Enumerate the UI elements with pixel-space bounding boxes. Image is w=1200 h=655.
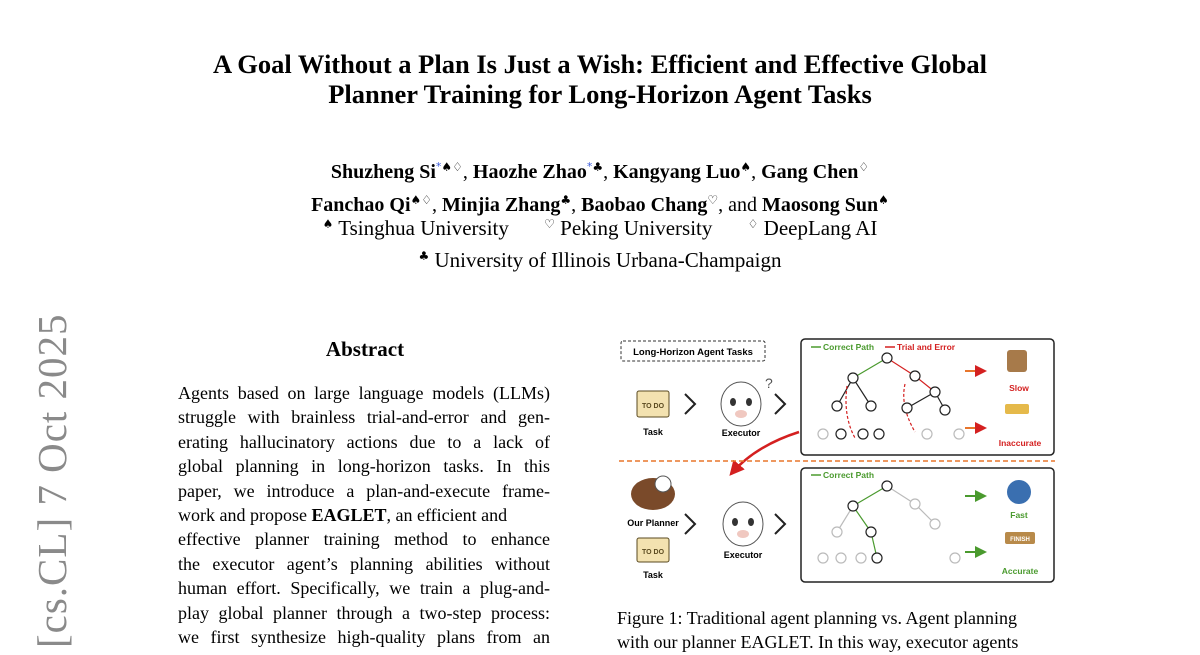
method-name: EAGLET <box>311 504 387 525</box>
abstract-line-with-bold: work and propose EAGLET, an efficient an… <box>178 504 508 525</box>
caption-line: Figure 1: Traditional agent planning vs.… <box>617 608 1017 628</box>
title-line-2: Planner Training for Long-Horizon Agent … <box>328 79 872 109</box>
task-label-top: Task <box>643 427 664 437</box>
chevron-right-icon <box>774 513 787 535</box>
abstract-line: play global planner through a two-step p… <box>178 602 550 623</box>
affiliation-name: Tsinghua University <box>338 216 509 240</box>
abstract-line: human effort. Specifically, we train a p… <box>178 578 550 599</box>
abstract-line: effective planner training method to enh… <box>178 529 550 550</box>
speed-wheel-icon <box>1007 480 1031 504</box>
planner-label: Our Planner <box>627 518 679 528</box>
chevron-right-icon <box>774 393 787 415</box>
affiliation-line-1: ♠ Tsinghua University ♡ Peking Universit… <box>100 210 1100 242</box>
task-box <box>620 340 766 362</box>
chevron-right-icon <box>684 513 697 535</box>
affiliation-line-2: ♣ University of Illinois Urbana-Champaig… <box>100 242 1100 274</box>
traditional-panel <box>800 338 1055 456</box>
legend-correct-bottom: Correct Path <box>823 470 874 480</box>
signpost-icon <box>1005 404 1029 414</box>
and-word: and <box>728 194 757 216</box>
abstract-line: the executor agent’s planning abilities … <box>178 553 550 574</box>
author-name: Maosong Sun <box>761 194 879 216</box>
search-tree-bottom <box>817 480 961 564</box>
outcome-inaccurate: Inaccurate <box>999 438 1042 448</box>
abstract-body: Agents based on large language models (L… <box>178 381 550 649</box>
executor-label-bottom: Executor <box>724 550 763 560</box>
affiliation-name: DeepLang AI <box>763 216 878 240</box>
author-list: Shuzheng Si*♠♢, Haozhe Zhao*♣, Kangyang … <box>100 153 1100 219</box>
author-name: Minjia Zhang <box>442 194 561 216</box>
legend-trial: Trial and Error <box>897 342 956 352</box>
abstract-line: global planning in long-horizon tasks. I… <box>178 456 550 477</box>
author-name: Baobao Chang <box>581 194 708 216</box>
alpaca-icon: ? <box>720 375 773 427</box>
author-name: Gang Chen <box>761 161 859 183</box>
outcome-fast: Fast <box>1010 510 1028 520</box>
affiliation-mark: ♠ <box>322 217 334 231</box>
legend-correct: Correct Path <box>823 342 874 352</box>
author-line-1: Shuzheng Si*♠♢, Haozhe Zhao*♣, Kangyang … <box>330 160 870 183</box>
figure-1: Long-Horizon Agent Tasks TO DO Task ? Ex… <box>619 338 1055 583</box>
affiliation-name: Peking University <box>560 216 713 240</box>
author-line-2: Fanchao Qi♠♢, Minjia Zhang♣, Baobao Chan… <box>311 193 889 216</box>
affiliations: ♠ Tsinghua University ♡ Peking Universit… <box>100 210 1100 274</box>
title-line-1: A Goal Without a Plan Is Just a Wish: Ef… <box>213 49 987 79</box>
boots-icon <box>1007 350 1027 372</box>
affiliation-mark: ♣ <box>418 249 430 263</box>
caption-line: with our planner EAGLET. In this way, ex… <box>617 632 1019 653</box>
task-label-bottom: Task <box>643 570 664 580</box>
abstract-line: erating hallucinatory actions due to a l… <box>178 431 550 452</box>
author-name: Shuzheng Si <box>330 161 436 183</box>
affiliation-mark: ♡ <box>544 217 555 231</box>
chevron-right-icon <box>684 393 697 415</box>
task-box-label: Long-Horizon Agent Tasks <box>633 347 753 358</box>
paper-title: A Goal Without a Plan Is Just a Wish: Ef… <box>120 49 1080 109</box>
author-name: Kangyang Luo <box>613 161 741 183</box>
affiliation-name: University of Illinois Urbana-Champaign <box>434 248 782 272</box>
alpaca-icon <box>722 501 764 547</box>
abstract-heading: Abstract <box>325 337 405 361</box>
todo-icon: TO DO <box>636 390 670 418</box>
author-name: Fanchao Qi <box>311 194 411 216</box>
todo-text: TO DO <box>642 403 665 410</box>
outcome-slow: Slow <box>1009 383 1029 393</box>
eagle-icon <box>631 475 675 510</box>
arxiv-stamp: [cs.CL] 7 Oct 2025 <box>29 313 75 648</box>
finish-text: FINISH <box>1010 537 1030 543</box>
finish-banner-icon <box>1005 532 1035 544</box>
transition-arrow <box>729 430 800 476</box>
author-name: Haozhe Zhao <box>472 161 587 183</box>
figure-caption: Figure 1: Traditional agent planning vs.… <box>617 606 1062 655</box>
todo-icon: TO DO <box>636 537 670 563</box>
search-tree-top <box>817 352 965 440</box>
abstract-line: Agents based on large language models (L… <box>178 383 550 403</box>
outcome-accurate: Accurate <box>1002 566 1039 576</box>
svg-text:TO DO: TO DO <box>642 549 665 556</box>
abstract-line: we first synthesize high-quality plans f… <box>178 626 550 647</box>
abstract-line: paper, we introduce a plan-and-execute f… <box>178 480 550 501</box>
eaglet-panel <box>800 467 1055 583</box>
abstract-line: struggle with brainless trial-and-error … <box>178 407 550 428</box>
executor-label-top: Executor <box>722 428 761 438</box>
svg-text:?: ? <box>765 375 773 391</box>
affiliation-mark: ♢ <box>747 217 759 231</box>
